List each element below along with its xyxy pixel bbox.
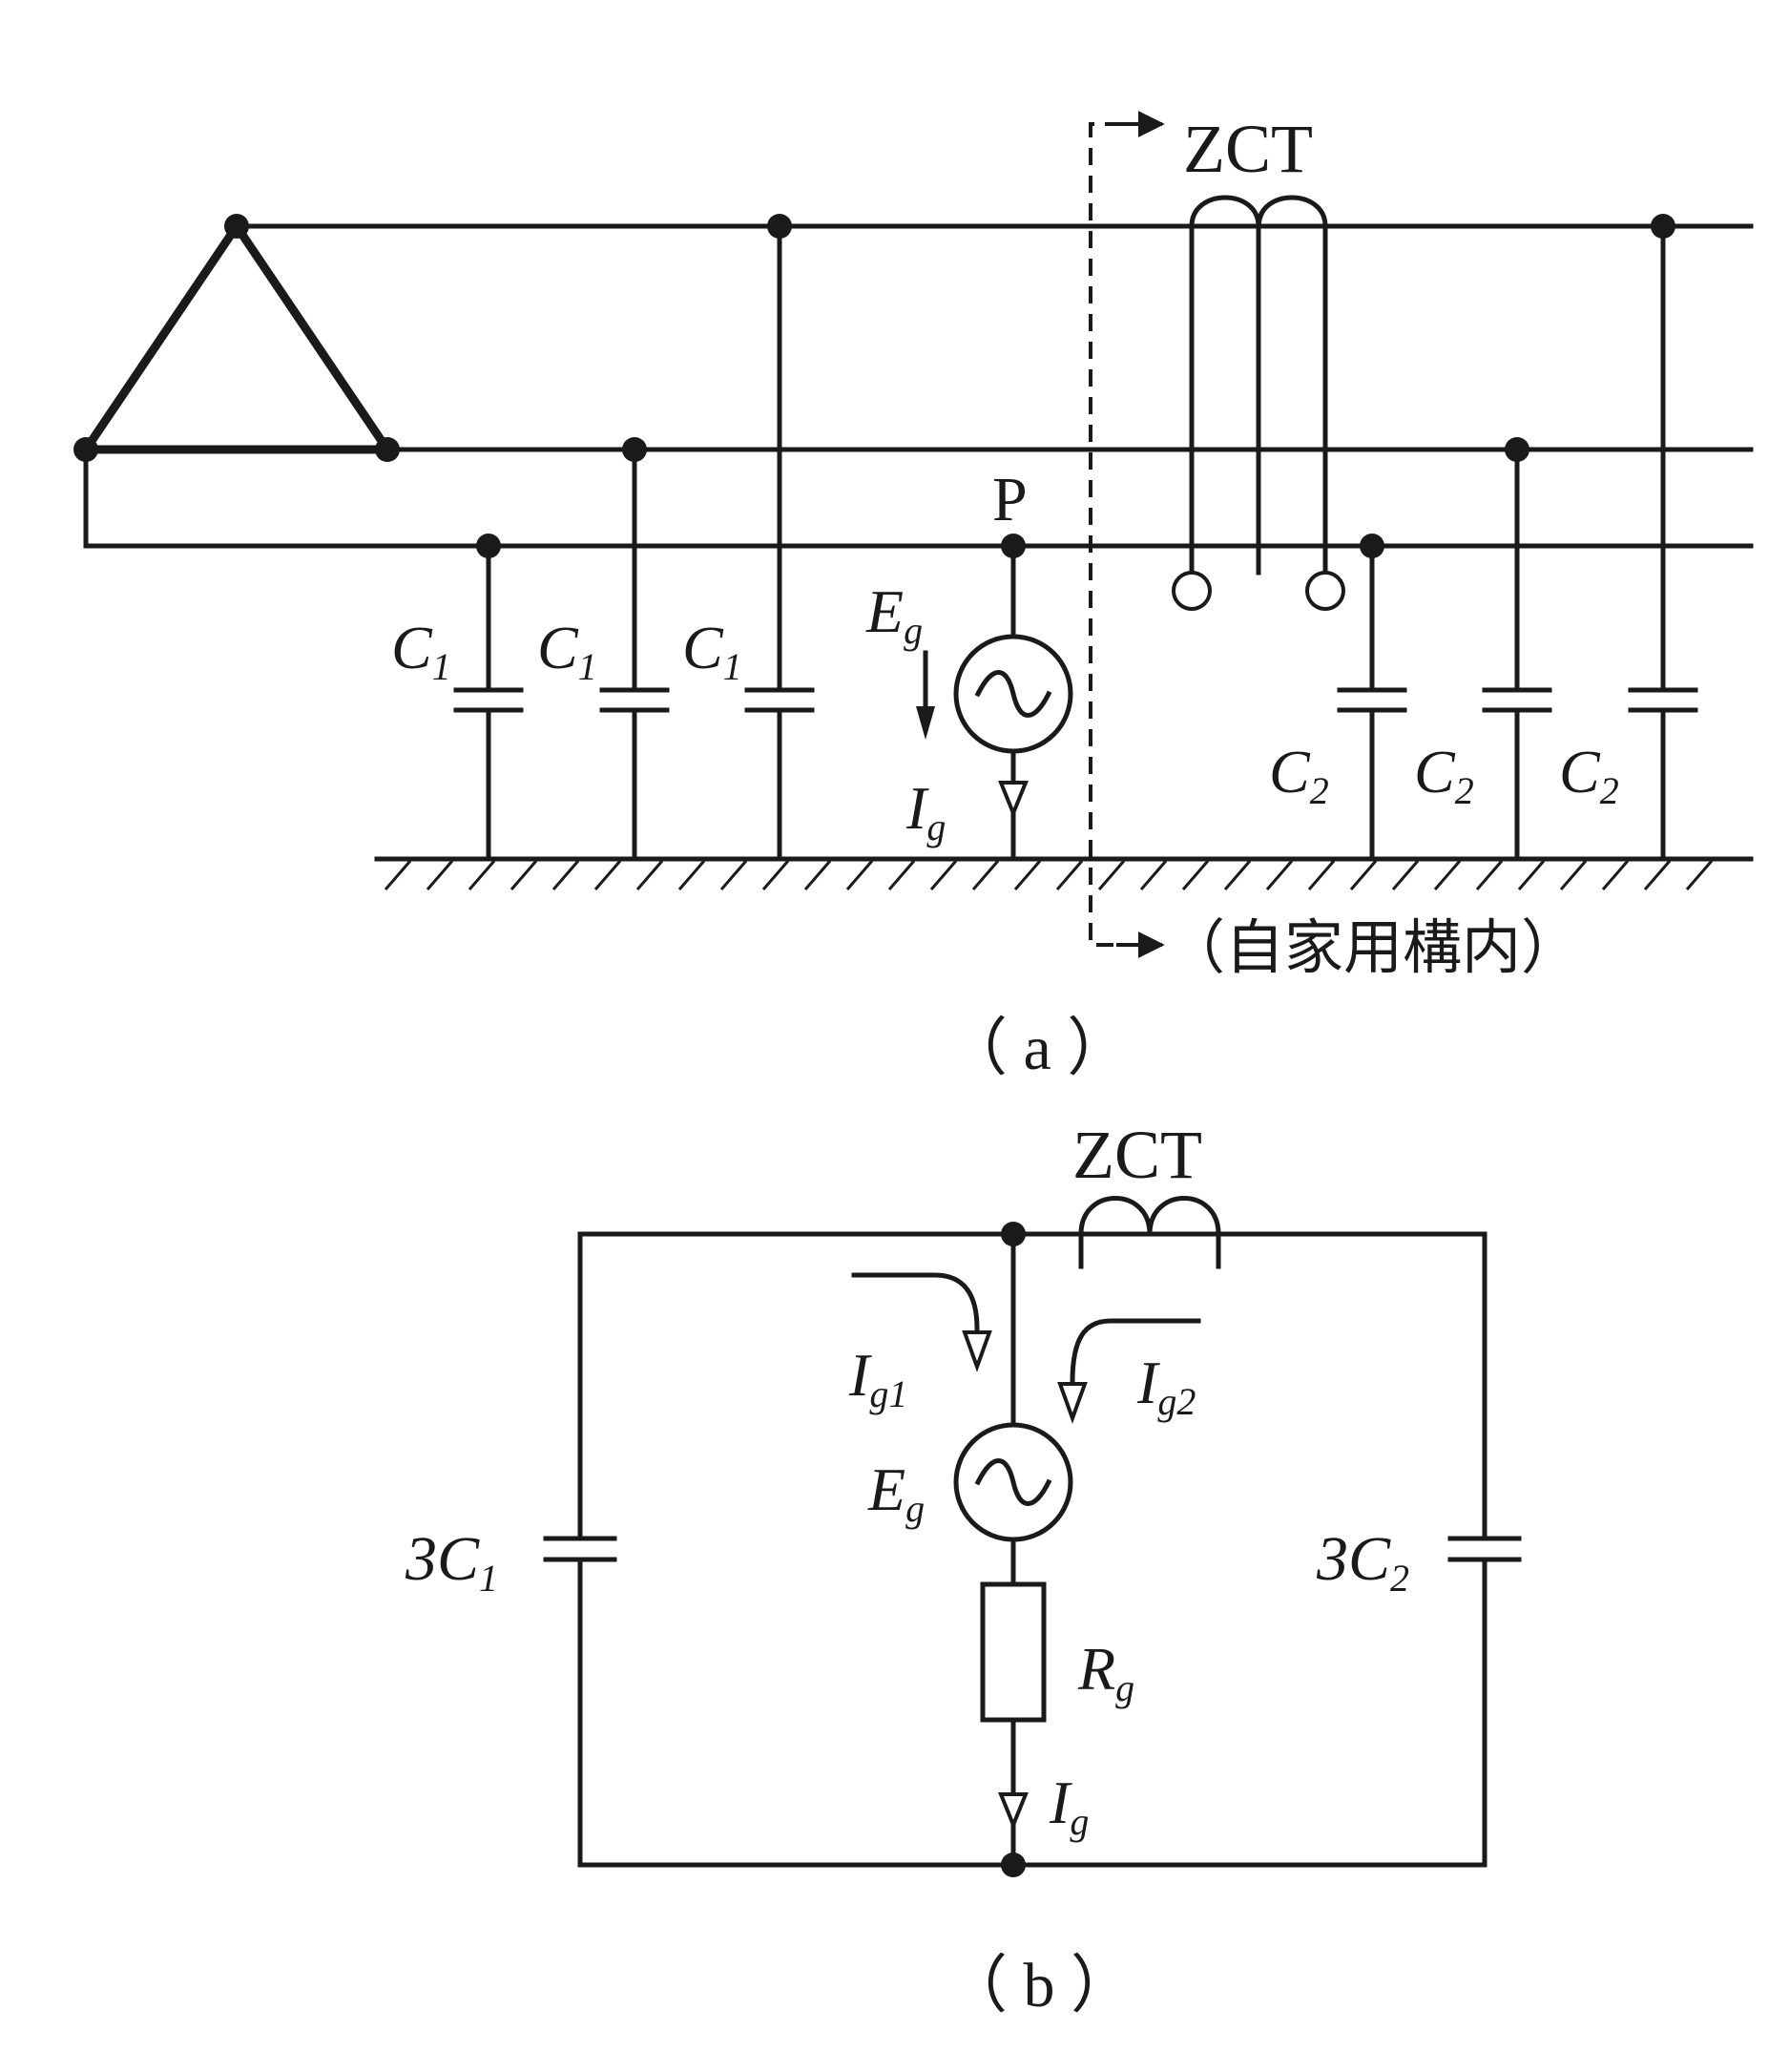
hatch-mark: [1223, 860, 1252, 890]
caption-b: （ b ）: [945, 1951, 1134, 2020]
current-arrow-icon: [998, 1792, 1029, 1831]
hatch-mark: [384, 860, 412, 890]
hatch-mark: [761, 860, 790, 890]
hatch-mark: [1601, 860, 1630, 890]
source-label: Eg: [865, 577, 923, 652]
hatch-mark: [426, 860, 454, 890]
hatch-mark: [1643, 860, 1672, 890]
hatch-mark: [1055, 860, 1084, 890]
zct-coil-icon: [1078, 1196, 1221, 1269]
c1-capacitor-3: [744, 223, 815, 862]
hatch-mark: [468, 860, 496, 890]
zct-a: [1172, 195, 1345, 611]
hatch-mark: [803, 860, 832, 890]
premises-label: （自家用構内）: [1166, 912, 1580, 982]
left-branch-top: [577, 1231, 1016, 1541]
hatch-mark: [887, 860, 916, 890]
point-p-label: P: [992, 465, 1028, 534]
phase-line-3: [83, 447, 1754, 549]
hatch-mark: [1685, 860, 1714, 890]
hatch-mark: [1013, 860, 1042, 890]
ig2-arrow-icon: [1070, 1318, 1201, 1385]
hatch-mark: [1307, 860, 1336, 890]
current-label: Ig: [1049, 1769, 1089, 1843]
delta-transformer-icon: [81, 221, 392, 454]
fault-source: [916, 543, 1073, 862]
current-label: Ig: [905, 774, 946, 848]
hatch-mark: [845, 860, 874, 890]
hatch-mark: [719, 860, 748, 890]
right-branch-bottom: [1010, 1557, 1487, 1868]
3c1-capacitor: [543, 1536, 617, 1562]
hatch-mark: [635, 860, 664, 890]
junction-dot: [224, 214, 249, 239]
voltage-arrow-icon: [916, 706, 935, 740]
hatch-mark: [1349, 860, 1378, 890]
c1-capacitor-1: [453, 543, 524, 862]
zct-label: ZCT: [1072, 1117, 1202, 1193]
c2-capacitor-1: [1337, 543, 1407, 862]
sine-wave-icon: [974, 670, 1052, 718]
junction-dot: [73, 437, 98, 462]
caption-a: （ a ）: [945, 1014, 1130, 1083]
right-branch-top: [1010, 1231, 1487, 1541]
terminal-icon: [1172, 571, 1212, 611]
hatch-mark: [1265, 860, 1294, 890]
sine-wave-icon: [974, 1458, 1052, 1506]
c1-label: C1: [391, 614, 451, 688]
junction-dot: [375, 437, 400, 462]
hatch-mark: [1391, 860, 1420, 890]
hatch-mark: [551, 860, 580, 890]
resistor-icon: [980, 1581, 1047, 1723]
zct-label: ZCT: [1183, 111, 1313, 187]
c1-capacitor-2: [599, 447, 670, 862]
source-label: Eg: [867, 1455, 925, 1530]
left-branch-bottom: [577, 1557, 1016, 1868]
zct-coil-icon: [1189, 195, 1261, 576]
hatch-mark: [1559, 860, 1588, 890]
hatch-mark: [1433, 860, 1462, 890]
current-arrow-icon: [998, 781, 1029, 819]
ig1-arrow-icon: [851, 1272, 980, 1331]
diagram-b: ZCT Ig1 Ig2 Eg Rg Ig 3C1 3C2 （ b ）: [405, 1117, 1522, 2020]
ground-hatching: [384, 860, 1714, 890]
c2-capacitor-2: [1482, 447, 1552, 862]
ig2-label: Ig2: [1136, 1349, 1196, 1423]
terminal-icon: [1305, 571, 1345, 611]
c2-label: C2: [1269, 738, 1329, 812]
premises-boundary: [1089, 111, 1165, 958]
resistor-label: Rg: [1077, 1635, 1134, 1709]
3c2-label: 3C2: [1316, 1524, 1409, 1600]
junction-dot: [1001, 1222, 1026, 1246]
hatch-mark: [1517, 860, 1546, 890]
junction-dot: [1001, 1852, 1026, 1877]
c1-label: C1: [682, 614, 742, 688]
hatch-mark: [971, 860, 1000, 890]
hatch-mark: [929, 860, 958, 890]
c1-label: C1: [537, 614, 597, 688]
diagram-a: ZCT P Eg Ig C1 C1 C1 C2 C2 C2 （自家用構内） （ …: [73, 111, 1754, 1083]
hatch-mark: [510, 860, 538, 890]
hatch-mark: [1097, 860, 1126, 890]
hatch-mark: [677, 860, 706, 890]
3c2-capacitor: [1447, 1536, 1522, 1562]
3c1-label: 3C1: [405, 1524, 498, 1600]
hatch-mark: [1475, 860, 1504, 890]
hatch-mark: [1139, 860, 1168, 890]
c2-label: C2: [1559, 738, 1619, 812]
ig1-label: Ig1: [848, 1341, 907, 1415]
hatch-mark: [1181, 860, 1210, 890]
hatch-mark: [593, 860, 622, 890]
c2-label: C2: [1414, 738, 1474, 812]
c2-capacitor-3: [1628, 223, 1698, 862]
